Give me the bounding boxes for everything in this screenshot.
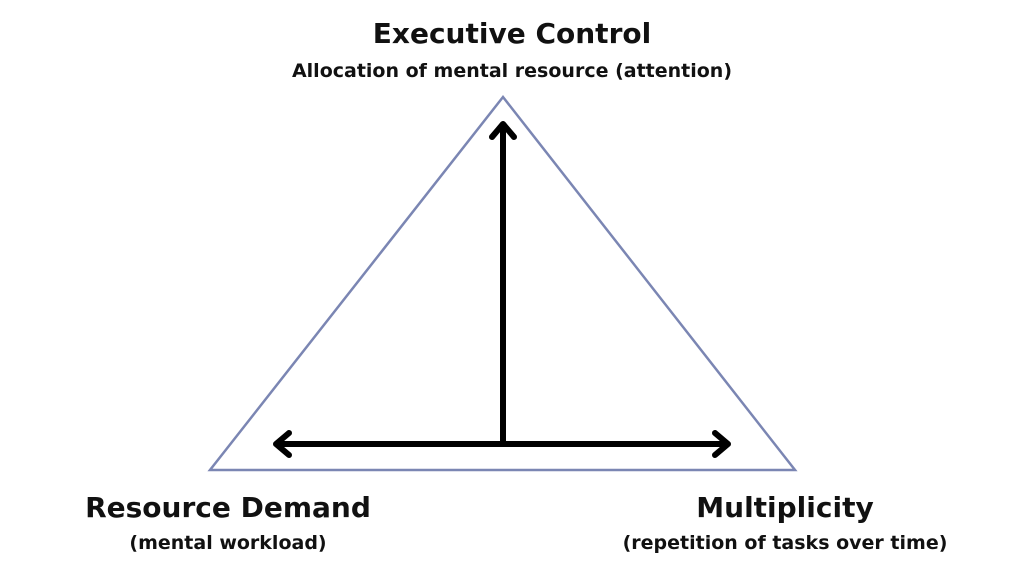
multiplicity-subtitle: (repetition of tasks over time) xyxy=(622,532,948,554)
multiplicity-label: Multiplicity (repetition of tasks over t… xyxy=(585,491,985,555)
resource-demand-subtitle: (mental workload) xyxy=(129,532,327,554)
resource-demand-label: Resource Demand (mental workload) xyxy=(48,491,408,555)
executive-control-title: Executive Control xyxy=(372,17,652,50)
arrow-up-head xyxy=(489,121,517,140)
triangle-outline xyxy=(207,94,798,472)
arrow-right-head xyxy=(712,430,731,458)
multiplicity-title: Multiplicity xyxy=(696,491,874,524)
executive-control-subtitle: Allocation of mental resource (attention… xyxy=(291,60,733,82)
executive-control-label: Executive Control Allocation of mental r… xyxy=(262,17,762,83)
arrow-left-head xyxy=(273,430,292,458)
resource-demand-title: Resource Demand xyxy=(85,491,371,524)
